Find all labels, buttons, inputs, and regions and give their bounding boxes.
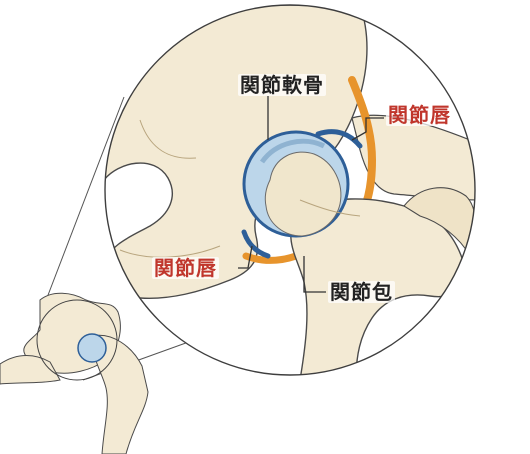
label-articular-cartilage: 関節軟骨 <box>238 73 326 97</box>
leader-labrum-left <box>238 245 253 269</box>
label-joint-capsule: 関節包 <box>328 280 395 304</box>
cartilage-shading <box>259 138 326 164</box>
femoral-head <box>264 151 342 237</box>
label-labrum-right: 関節唇 <box>386 103 453 127</box>
labrum-lower <box>241 229 271 259</box>
small-hip-thumbnail <box>0 292 149 454</box>
zoom-connector-upper <box>39 96 125 317</box>
labrum-upper <box>315 129 363 149</box>
leader-labrum-right <box>351 117 384 141</box>
magnified-circle-border <box>104 4 476 376</box>
magnified-joint <box>105 5 475 375</box>
greater-trochanter <box>403 187 475 258</box>
label-labrum-left: 関節唇 <box>152 256 219 280</box>
leader-capsule <box>303 256 326 293</box>
